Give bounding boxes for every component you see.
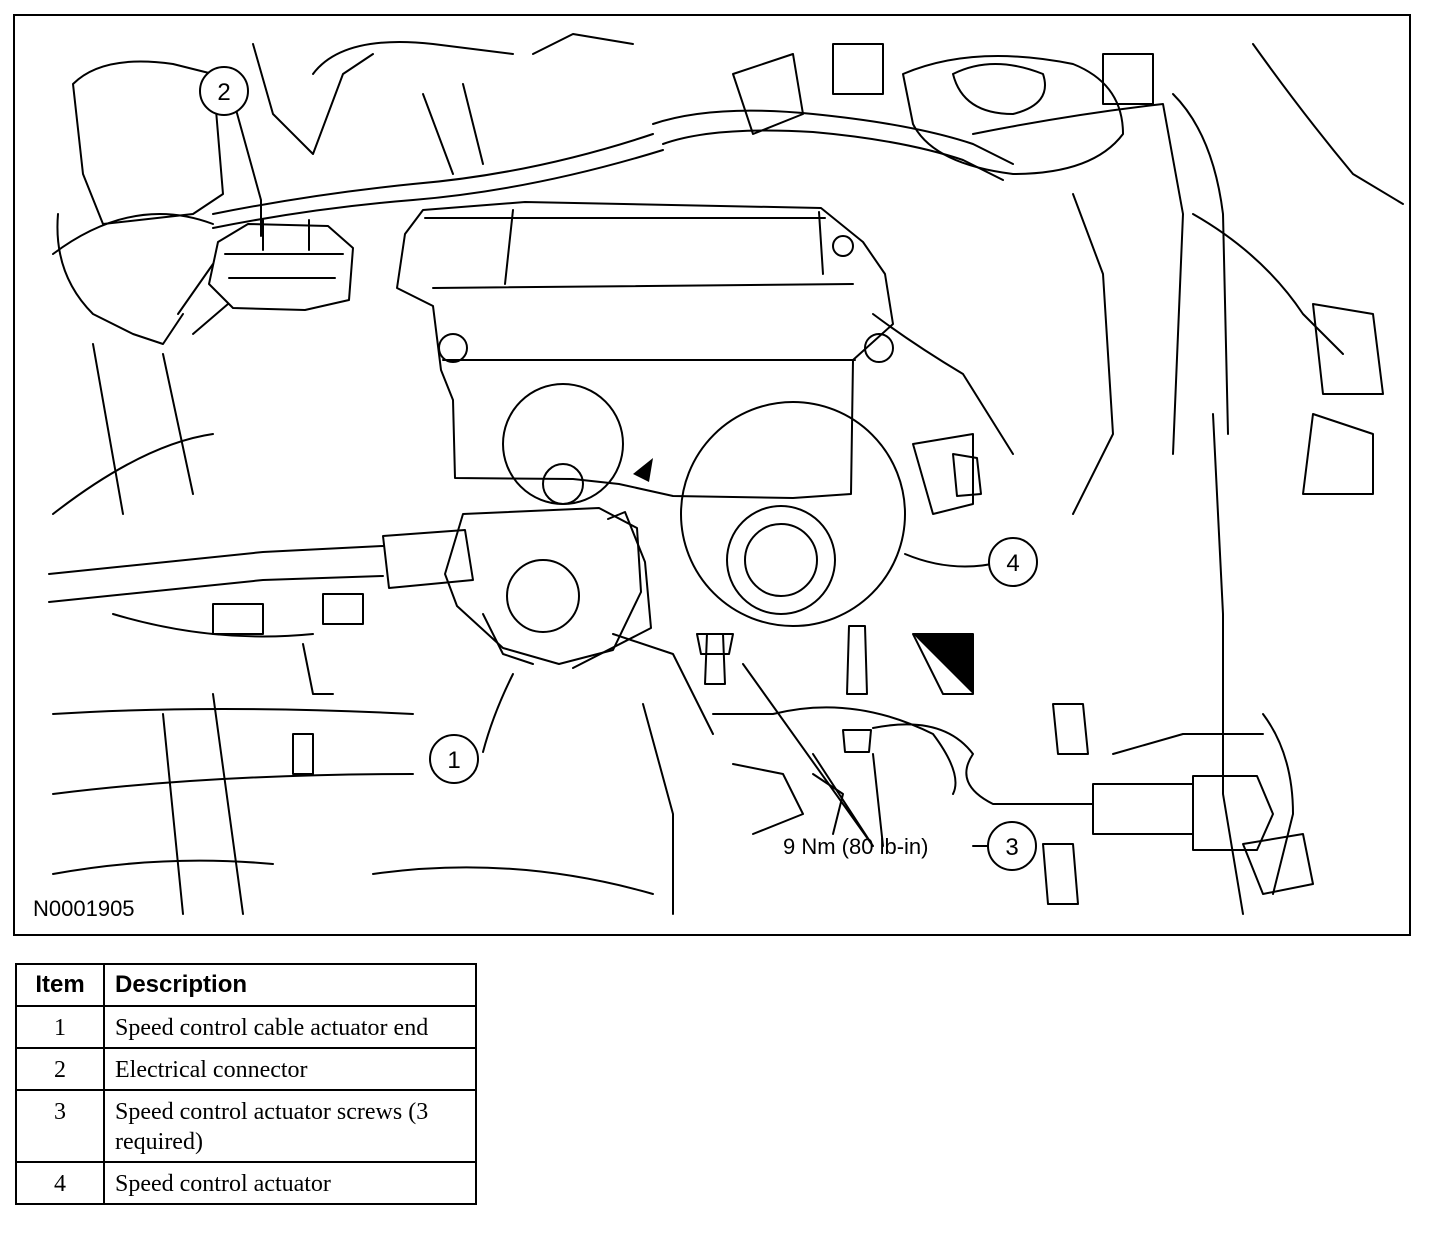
callout-4: 4 (1006, 550, 1019, 577)
legend-item-description: Electrical connector (103, 1047, 477, 1091)
exploded-view-illustration: 2 1 3 4 9 Nm (80 lb-in) N0001905 (13, 14, 1411, 936)
callout-2: 2 (217, 79, 230, 106)
legend-header-item: Item (15, 963, 105, 1007)
legend-item-description: Speed control actuator (103, 1161, 477, 1205)
legend-item-number: 2 (15, 1047, 105, 1091)
callout-3: 3 (1005, 834, 1018, 861)
legend-table: Item Description 1 Speed control cable a… (15, 963, 477, 1205)
figure-id-code: N0001905 (33, 896, 135, 921)
torque-callout: 9 Nm (80 lb-in) (783, 834, 928, 859)
callout-circle-1 (429, 734, 479, 784)
table-row: 3 Speed control actuator screws (3 requi… (15, 1089, 477, 1163)
legend-item-number: 4 (15, 1161, 105, 1205)
callout-circle-2 (199, 66, 249, 116)
legend-item-description: Speed control actuator screws (3 require… (103, 1089, 477, 1163)
table-row: 1 Speed control cable actuator end (15, 1005, 477, 1049)
callout-1: 1 (447, 747, 460, 774)
legend-header-row: Item Description (15, 963, 477, 1007)
legend-item-number: 1 (15, 1005, 105, 1049)
legend-item-description: Speed control cable actuator end (103, 1005, 477, 1049)
callout-circle-3 (987, 821, 1037, 871)
callout-circle-4 (988, 537, 1038, 587)
legend-header-description: Description (103, 963, 477, 1007)
legend-item-number: 3 (15, 1089, 105, 1163)
table-row: 4 Speed control actuator (15, 1161, 477, 1205)
table-row: 2 Electrical connector (15, 1047, 477, 1091)
